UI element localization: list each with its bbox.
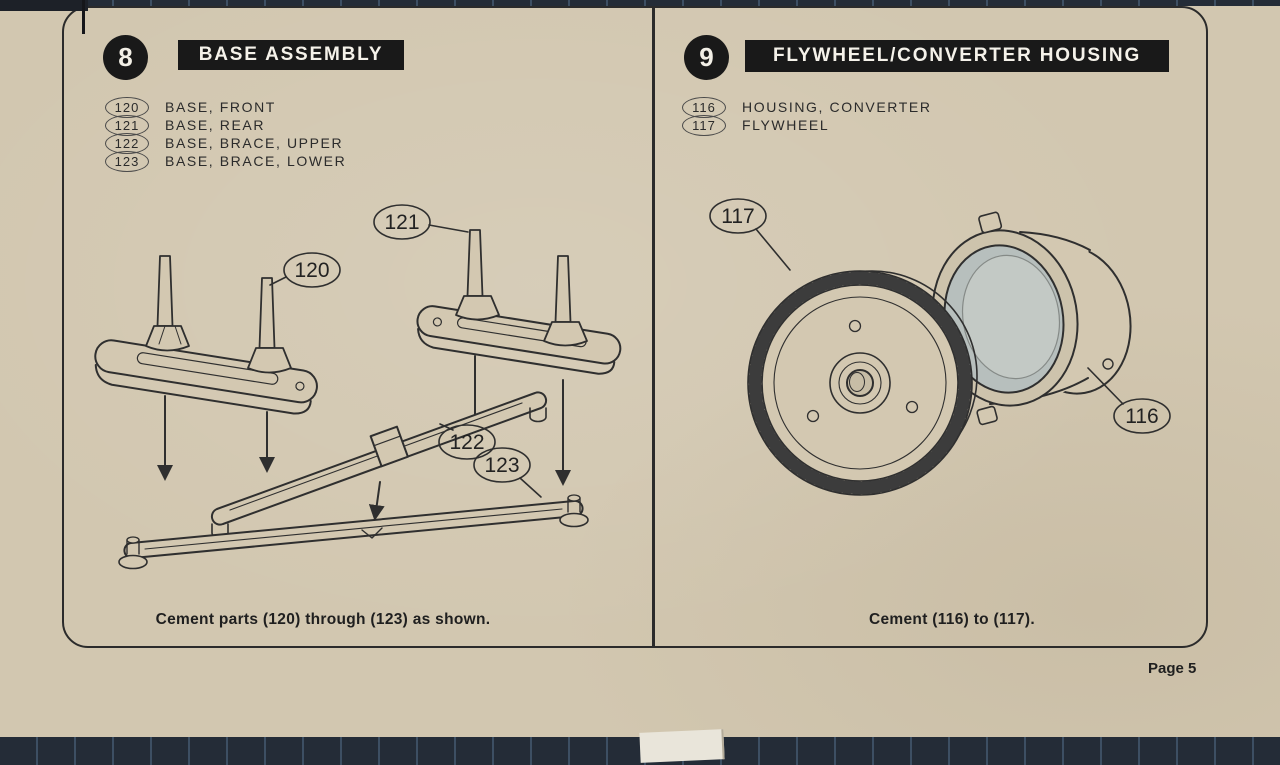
step-9-title-bar: FLYWHEEL/CONVERTER HOUSING: [745, 40, 1169, 72]
parts-row: 120 BASE, FRONT: [105, 96, 346, 118]
step-8-parts-list: 120 BASE, FRONT 121 BASE, REAR 122 BASE,…: [105, 96, 347, 172]
callout-122: [438, 423, 496, 460]
callout-121-label: 121: [384, 211, 419, 234]
step-9-caption: Cement (116) to (117).: [869, 611, 1035, 628]
callout-120: [269, 252, 341, 288]
step-9-badge: 9: [684, 35, 729, 80]
step-8-caption: Cement parts (120) through (123) as show…: [155, 611, 491, 628]
callout-123: [473, 447, 542, 498]
callout-116: [1087, 367, 1171, 434]
callout-117: [709, 198, 791, 271]
parts-row: 117 FLYWHEEL: [682, 114, 932, 136]
callout-117-label: 117: [721, 205, 754, 228]
step-9-number: 9: [699, 42, 714, 72]
parts-row: 116 HOUSING, CONVERTER: [682, 96, 932, 118]
parts-row: 121 BASE, REAR: [105, 114, 346, 136]
base-brace-lower-part: [118, 494, 589, 570]
parts-row: 123 BASE, BRACE, LOWER: [105, 150, 347, 172]
flywheel-housing-diagram: 117 116: [709, 198, 1171, 496]
page-edge-mark: [82, 0, 85, 34]
part-number: 117: [682, 114, 726, 136]
base-front-part: [94, 255, 318, 415]
callout-123-label: 123: [484, 454, 519, 477]
step-8-title: BASE ASSEMBLY: [198, 44, 384, 65]
part-name: BASE, FRONT: [165, 99, 276, 115]
part-name: FLYWHEEL: [742, 117, 830, 133]
step-8-title-bar: BASE ASSEMBLY: [178, 40, 404, 70]
instruction-page: 8 BASE ASSEMBLY 120 BASE, FRONT 121 BASE…: [0, 6, 1280, 737]
part-number: 123: [105, 150, 149, 172]
part-name: BASE, BRACE, LOWER: [165, 153, 347, 169]
part-name: BASE, BRACE, UPPER: [165, 135, 344, 151]
callout-122-label: 122: [449, 431, 484, 454]
panel-divider: [652, 8, 655, 646]
callout-116-label: 116: [1125, 405, 1158, 428]
parts-row: 122 BASE, BRACE, UPPER: [105, 132, 346, 154]
flywheel-part: [747, 270, 978, 496]
step-9-parts-list: 116 HOUSING, CONVERTER 117 FLYWHEEL: [682, 96, 932, 136]
underlying-sheet-corner: [639, 729, 725, 763]
callout-120-label: 120: [294, 259, 329, 282]
assembly-arrow: [368, 481, 385, 521]
panel-frame: [62, 6, 1208, 648]
base-rear-part: [416, 229, 622, 375]
page-number: Page 5: [1148, 660, 1197, 677]
part-name: HOUSING, CONVERTER: [742, 99, 932, 115]
callout-121: [373, 204, 469, 240]
photo-corner-shadow: [0, 0, 88, 11]
base-assembly-diagram: 120 121 122 123: [94, 204, 622, 570]
step-8-number: 8: [118, 42, 133, 72]
step-8-badge: 8: [103, 35, 148, 80]
part-name: BASE, REAR: [165, 117, 266, 133]
step-9-title: FLYWHEEL/CONVERTER HOUSING: [772, 45, 1142, 66]
